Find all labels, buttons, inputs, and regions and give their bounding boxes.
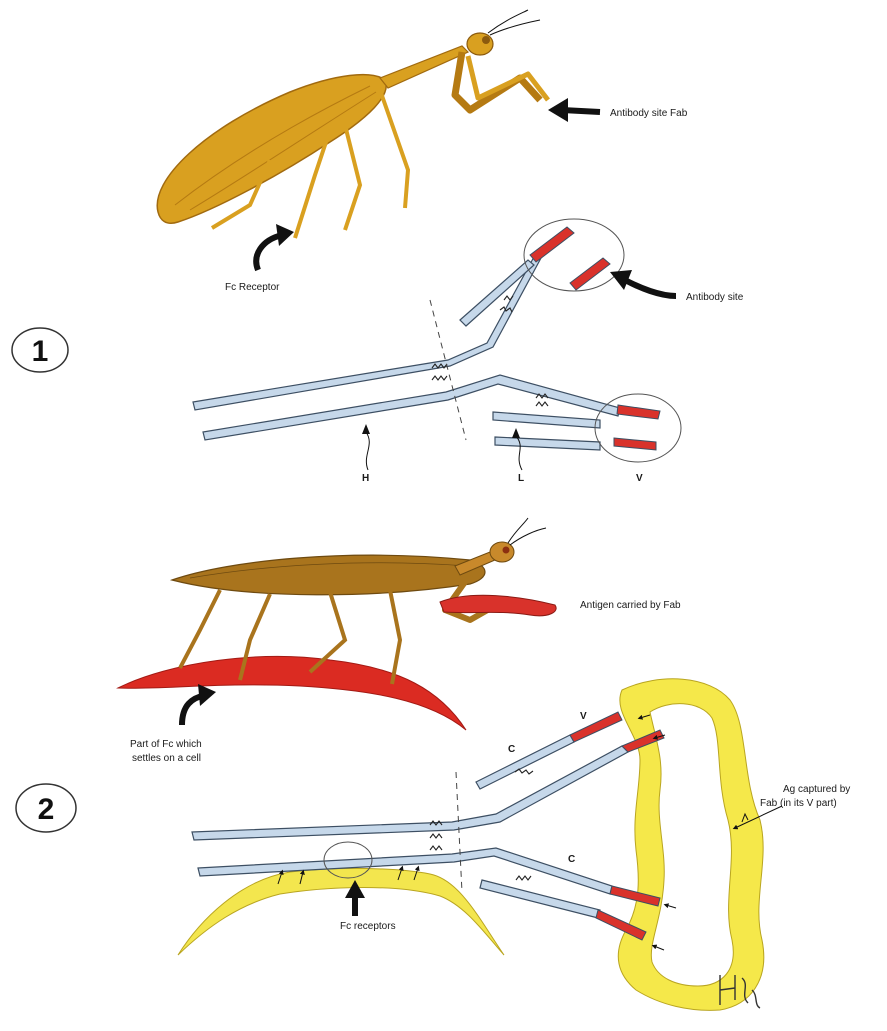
antibody-diagram-1	[193, 219, 681, 462]
antibody-site-fab-label: Antibody site Fab	[610, 108, 688, 119]
constant-region-bottom-label: C	[568, 854, 575, 865]
antibody-diagram-2	[192, 712, 676, 950]
panel-number-1: 1	[12, 328, 68, 372]
antibody-site-label: Antibody site	[686, 292, 744, 303]
l-pointer	[512, 428, 522, 470]
variable-region-label: V	[636, 473, 643, 484]
fc-part-arrow	[182, 684, 216, 725]
panel-number-2: 2	[16, 784, 76, 832]
light-chain-label: L	[518, 473, 524, 484]
heavy-chain-label: H	[362, 473, 369, 484]
mantis-top-illustration	[157, 10, 548, 238]
yellow-cell	[178, 868, 504, 955]
svg-text:1: 1	[32, 335, 49, 368]
fc-part-label-line1: Part of Fc which	[130, 739, 202, 750]
antibody-site-arrow	[610, 270, 676, 296]
fab-arrow	[548, 98, 600, 122]
variable-region-top-label: V	[580, 711, 587, 722]
constant-region-top-label: C	[508, 744, 515, 755]
antigen-carried-label: Antigen carried by Fab	[580, 600, 681, 611]
red-cell	[118, 656, 466, 730]
fc-receptor-arrow	[256, 224, 294, 270]
fc-part-label-line2: settles on a cell	[132, 753, 201, 764]
yellow-antigen	[618, 679, 764, 1011]
ag-captured-label-line2: Fab (in its V part)	[760, 798, 837, 809]
h-pointer	[362, 424, 370, 470]
fc-receptors-label: Fc receptors	[340, 921, 396, 932]
fc-receptor-label: Fc Receptor	[225, 282, 280, 293]
svg-text:2: 2	[38, 793, 55, 826]
ag-captured-label-line1: Ag captured by	[783, 784, 850, 795]
